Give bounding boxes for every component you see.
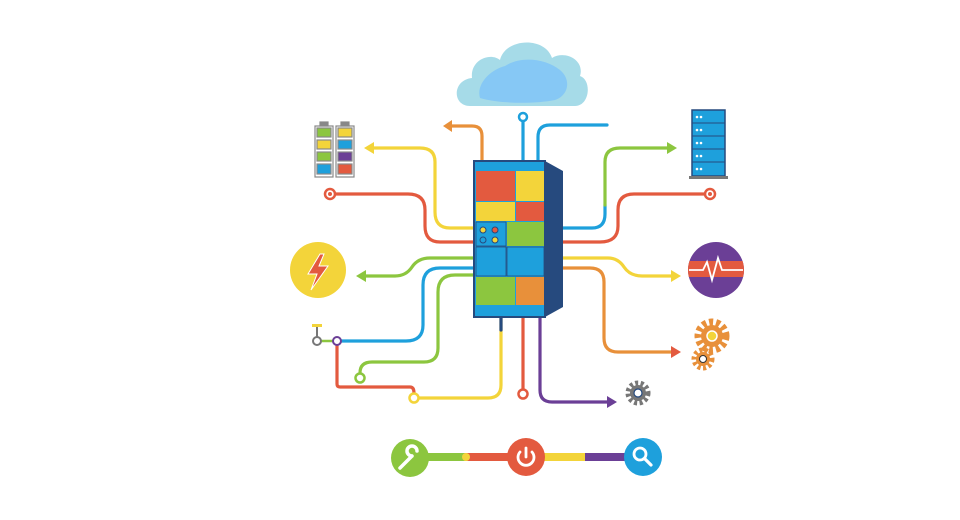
line-blue-topright (536, 123, 609, 162)
node-yellow-bottom (408, 392, 420, 404)
server-rack-icon (689, 109, 728, 179)
line-green-left-2 (358, 273, 476, 375)
gears-icon (691, 318, 730, 371)
switch-node-icon (312, 324, 342, 346)
line-orange-top (448, 124, 484, 162)
arrow-orange-right (671, 346, 681, 358)
line-blue-right (561, 203, 607, 230)
wrench-button[interactable] (391, 439, 429, 477)
arrow-yellow-left (364, 142, 374, 154)
wrench-icon (398, 444, 419, 470)
lightning-icon (290, 242, 346, 298)
line-yellow-left (370, 146, 476, 230)
server-cabinet-icon (473, 160, 563, 318)
line-orange-right (561, 266, 674, 354)
heartbeat-icon (688, 242, 744, 298)
line-red-left (333, 192, 476, 244)
line-yellow-right (561, 256, 674, 278)
search-button[interactable] (624, 438, 662, 476)
line-green-left (362, 256, 476, 278)
arrow-green-right (667, 142, 677, 154)
cloud-icon (456, 42, 588, 106)
search-icon (632, 446, 653, 467)
line-orange-left (335, 343, 416, 395)
arrow-purple (607, 396, 617, 408)
node-red-bottom (517, 388, 529, 400)
connection-lines (323, 111, 717, 408)
line-green-right (603, 146, 670, 207)
arrow-yellow-right (671, 270, 681, 282)
bottom-toolbar (410, 453, 627, 461)
node-blue-top (517, 111, 529, 123)
node-green-left (354, 372, 366, 384)
battery-icon (314, 121, 355, 178)
arrow-green-left (356, 270, 366, 282)
gear-icon (625, 380, 651, 406)
line-blue-left (339, 266, 476, 343)
line-yellow-bottom (417, 315, 503, 400)
line-red-right (561, 192, 707, 244)
power-button[interactable] (507, 438, 545, 476)
arrow-orange-top (443, 120, 452, 132)
line-purple-bottom (538, 315, 610, 404)
power-icon (516, 446, 536, 467)
